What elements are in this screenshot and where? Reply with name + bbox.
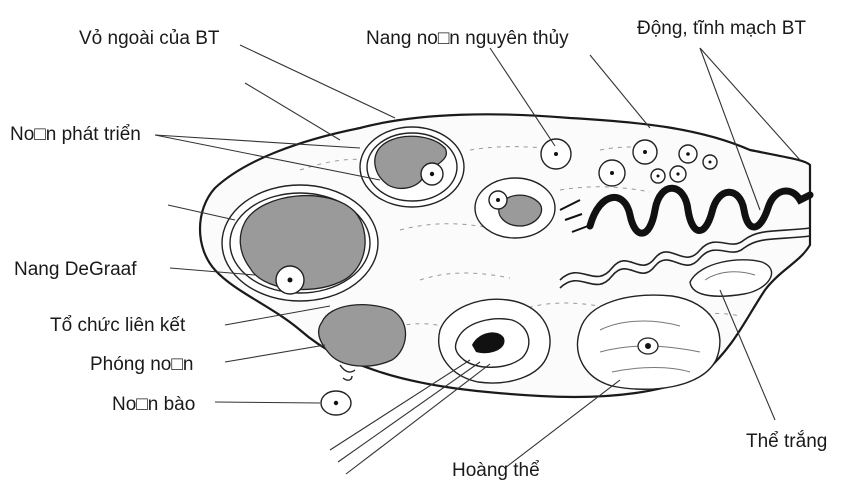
corpus-luteum-forming — [439, 299, 550, 383]
graafian-follicle — [222, 185, 378, 301]
small-follicle — [475, 178, 555, 238]
label-outer-cortex: Vỏ ngoài của BT — [79, 28, 220, 49]
label-primordial-follicle: Nang no□n nguyên thủy — [366, 28, 569, 49]
label-ovulation: Phóng no□n — [90, 354, 193, 375]
corpus-luteum-mature — [578, 295, 720, 389]
label-oocyte: No□n bào — [112, 394, 195, 415]
label-developing-oocyte: No□n phát triển — [10, 124, 141, 145]
label-graafian-follicle: Nang DeGraaf — [14, 259, 137, 280]
label-corpus-albicans: Thể trắng — [746, 430, 827, 452]
label-blood-vessels: Động, tĩnh mạch BT — [637, 18, 806, 39]
label-connective-tissue: Tổ chức liên kết — [50, 315, 186, 336]
released-oocyte — [321, 391, 351, 415]
label-corpus-luteum: Hoàng thể — [452, 460, 540, 481]
developing-follicle — [360, 127, 464, 207]
